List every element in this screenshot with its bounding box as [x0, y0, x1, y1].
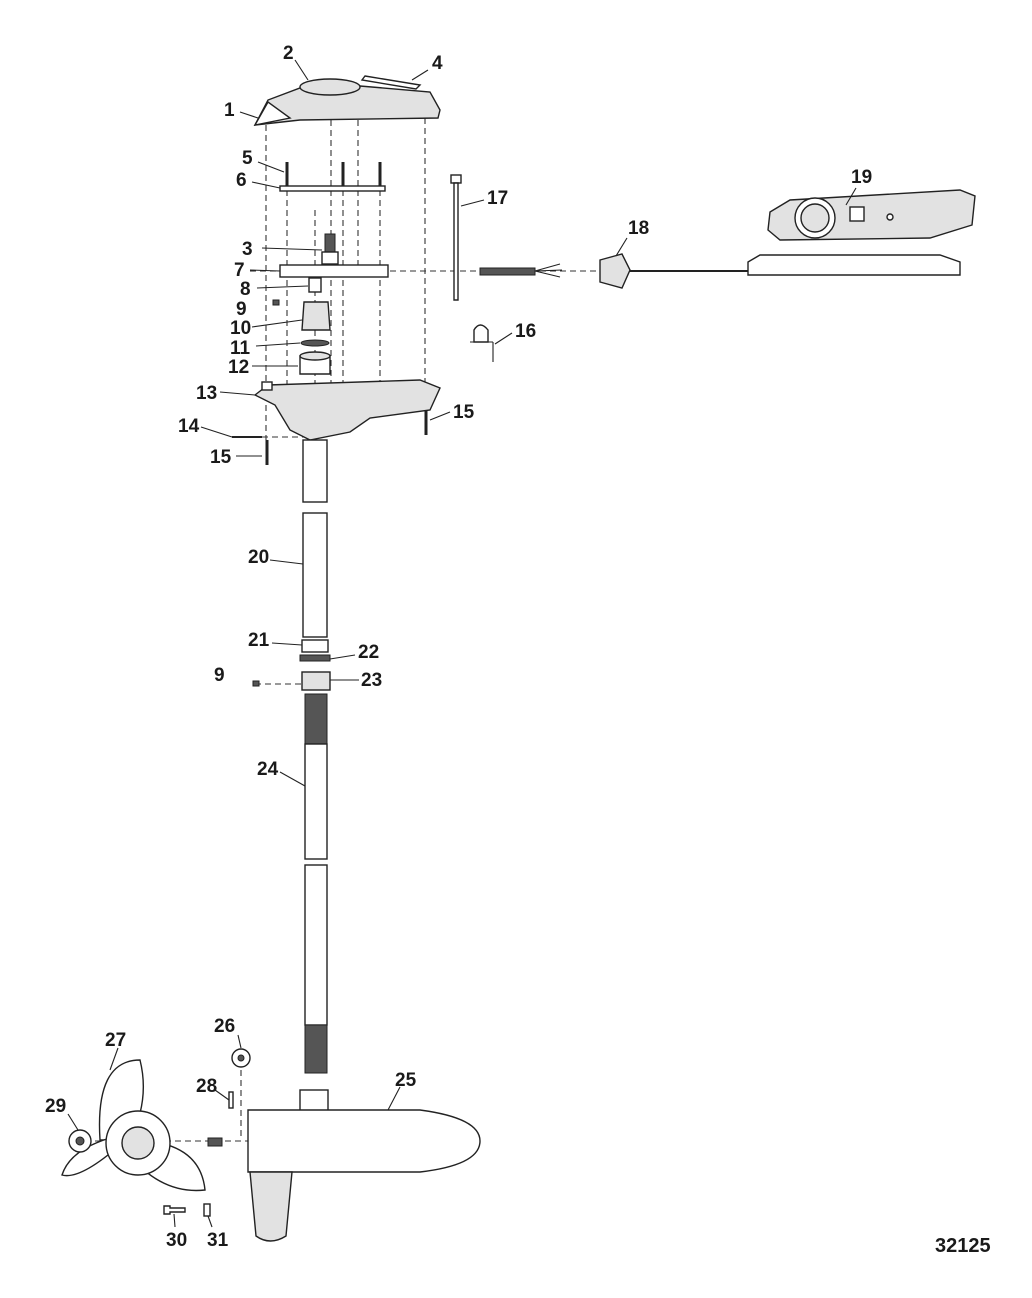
button-cap-part-2	[299, 78, 361, 96]
leader-lines	[67, 59, 857, 1228]
gear-part-3	[321, 233, 339, 265]
bearing-part-12	[299, 351, 331, 375]
propeller-part-27	[61, 1059, 223, 1192]
callout-18: 18	[628, 218, 649, 239]
set-screw-part-9-top	[272, 299, 280, 306]
callout-28: 28	[196, 1076, 217, 1097]
callout-4: 4	[432, 53, 443, 74]
callout-20: 20	[248, 547, 269, 568]
set-screw-part-9-lower	[252, 680, 260, 687]
callout-16: 16	[515, 321, 536, 342]
nut-part-26	[231, 1048, 251, 1068]
callout-1: 1	[224, 100, 235, 121]
callout-6: 6	[236, 170, 247, 191]
lower-unit-part-25	[247, 1089, 481, 1242]
bushing-part-21	[301, 639, 329, 653]
callout-13: 13	[196, 383, 217, 404]
tube-upper	[302, 439, 328, 503]
screws-part-5	[285, 162, 382, 188]
cable-tie-part-17	[450, 174, 462, 301]
callout-15-right: 15	[453, 402, 475, 423]
callout-9-lower: 9	[214, 665, 225, 686]
callout-27: 27	[105, 1030, 126, 1051]
callout-24: 24	[257, 759, 279, 780]
callout-labels: 1 2 4 5 6 3 7 8 9 10 11 12 13 14 15 15 1…	[45, 43, 872, 1251]
callout-5: 5	[242, 148, 253, 169]
callout-17: 17	[487, 188, 508, 209]
callout-7: 7	[234, 260, 245, 281]
callout-22: 22	[358, 642, 379, 663]
shaft-part-24	[304, 693, 328, 1074]
washer-part-11	[300, 339, 330, 347]
callout-12: 12	[228, 357, 249, 378]
callout-29: 29	[45, 1096, 66, 1117]
drive-pin-part-28	[228, 1091, 234, 1109]
callout-19: 19	[851, 167, 872, 188]
callout-30: 30	[166, 1230, 187, 1251]
callout-21: 21	[248, 630, 270, 651]
bracket-part-7	[279, 264, 389, 278]
callout-31: 31	[207, 1230, 229, 1251]
foot-pedal-part-19	[747, 189, 976, 276]
callout-26: 26	[214, 1016, 235, 1037]
callout-15-left: 15	[210, 447, 232, 468]
callout-23: 23	[361, 670, 382, 691]
shaft-part-20	[302, 512, 328, 638]
plate-part-6	[279, 185, 386, 192]
top-cover-part-1	[253, 85, 441, 126]
callout-9-top: 9	[236, 299, 247, 320]
collar-part-10	[301, 301, 331, 331]
base-housing-part-13	[253, 379, 441, 441]
grommet-part-18	[599, 253, 631, 289]
cover-trim-part-4	[360, 75, 422, 90]
callout-3: 3	[242, 239, 253, 260]
callout-14: 14	[178, 416, 200, 437]
callout-25: 25	[395, 1070, 417, 1091]
seal-part-22	[299, 654, 331, 662]
callout-8: 8	[240, 279, 251, 300]
callout-10: 10	[230, 318, 251, 339]
pin-part-31	[203, 1203, 211, 1217]
callout-2: 2	[283, 43, 294, 64]
collar-part-23	[301, 671, 331, 691]
callout-11: 11	[230, 338, 251, 359]
bushing-part-8	[308, 277, 322, 293]
prop-nut-part-29	[68, 1129, 92, 1153]
figure-number: 32125	[935, 1235, 991, 1257]
screw-part-30	[163, 1205, 186, 1215]
connector-part-16	[470, 324, 494, 362]
